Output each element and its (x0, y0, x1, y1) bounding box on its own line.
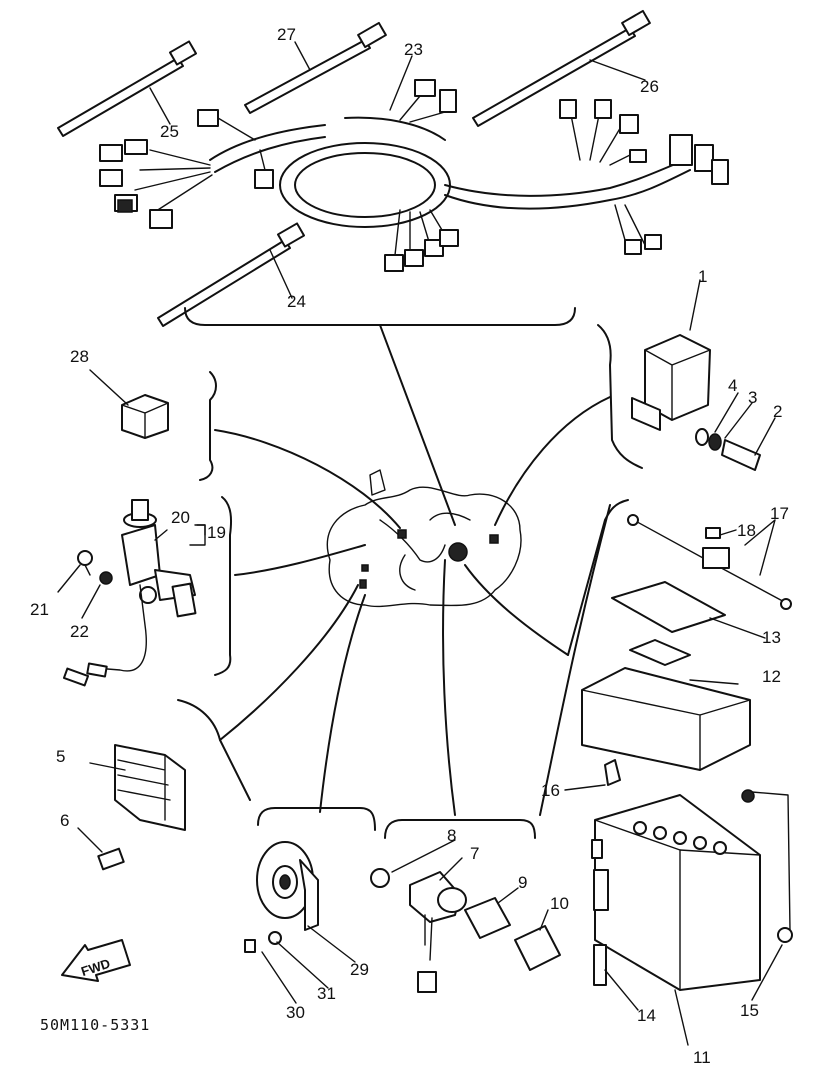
callout-14: 14 (637, 1006, 656, 1025)
callout-numbers: 1 2 3 4 5 6 7 8 9 10 11 12 13 14 15 16 1… (30, 25, 789, 1067)
callout-13: 13 (762, 628, 781, 647)
callout-9: 9 (518, 873, 527, 892)
callout-31: 31 (317, 984, 336, 1003)
callout-23: 23 (404, 40, 423, 59)
battery (591, 759, 793, 991)
diagram-code: 50M110-5331 (40, 1016, 150, 1034)
callout-21: 21 (30, 600, 49, 619)
callout-4: 4 (728, 376, 737, 395)
callout-27: 27 (277, 25, 296, 44)
relay-28 (121, 394, 169, 439)
callout-29: 29 (350, 960, 369, 979)
callout-26: 26 (640, 77, 659, 96)
callout-24: 24 (287, 292, 306, 311)
callout-1: 1 (698, 267, 707, 286)
callout-25: 25 (160, 122, 179, 141)
callout-7: 7 (470, 844, 479, 863)
callout-2: 2 (773, 402, 782, 421)
callout-20: 20 (171, 508, 190, 527)
wire-harness-group (57, 9, 729, 327)
callout-5: 5 (56, 747, 65, 766)
callout-8: 8 (447, 826, 456, 845)
frame-outline (326, 469, 522, 608)
callout-22: 22 (70, 622, 89, 641)
battery-cover (581, 639, 751, 771)
callout-19: 19 (207, 523, 226, 542)
ignitor-unit (631, 334, 761, 471)
callout-12: 12 (762, 667, 781, 686)
callout-18: 18 (737, 521, 756, 540)
callout-10: 10 (550, 894, 569, 913)
callout-17: 17 (770, 504, 789, 523)
callout-28: 28 (70, 347, 89, 366)
callout-30: 30 (286, 1003, 305, 1022)
main-switch-assembly (62, 499, 206, 687)
callout-11: 11 (693, 1048, 711, 1067)
rectifier-regulator (97, 744, 186, 871)
callout-15: 15 (740, 1001, 759, 1020)
callout-leaders (57, 41, 783, 1046)
forward-direction-arrow: FWD (61, 939, 131, 982)
callout-16: 16 (541, 781, 560, 800)
horn (244, 841, 319, 953)
battery-band-assembly (627, 514, 792, 610)
callout-3: 3 (748, 388, 757, 407)
battery-pad (611, 581, 726, 633)
callout-6: 6 (60, 811, 69, 830)
starter-relay-group (370, 868, 561, 993)
leader-lines (214, 324, 611, 816)
